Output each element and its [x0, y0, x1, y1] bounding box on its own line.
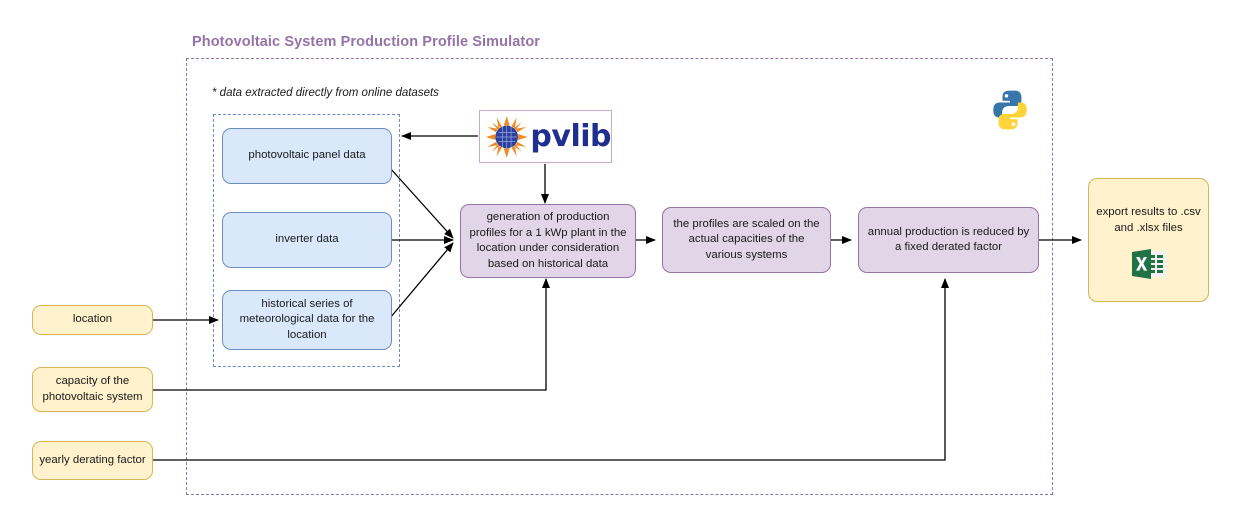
node-inverter-data[interactable]: inverter data: [222, 212, 392, 268]
node-label: capacity of the photovoltaic system: [42, 375, 143, 403]
page-title: Photovoltaic System Production Profile S…: [192, 34, 541, 50]
pvlib-logo: pvlib: [479, 110, 612, 163]
node-input-location[interactable]: location: [32, 305, 153, 335]
node-label: photovoltaic panel data: [248, 149, 366, 162]
simulator-boundary: [186, 58, 1053, 495]
node-label: historical series of meteorological data…: [239, 297, 375, 341]
node-photovoltaic-panel-data[interactable]: photovoltaic panel data: [222, 128, 392, 184]
node-label: generation of production profiles for a …: [469, 211, 627, 270]
node-input-system-capacity[interactable]: capacity of the photovoltaic system: [32, 367, 153, 412]
node-label: inverter data: [275, 233, 339, 246]
node-scale-profiles-to-capacity[interactable]: the profiles are scaled on the actual ca…: [662, 207, 831, 273]
pvlib-wordmark: pvlib: [530, 118, 611, 154]
excel-file-icon: [1131, 248, 1167, 280]
python-logo-icon: [993, 90, 1027, 130]
sun-solar-panel-icon: [485, 115, 528, 158]
node-label: the profiles are scaled on the actual ca…: [673, 217, 820, 261]
node-apply-derated-factor[interactable]: annual production is reduced by a fixed …: [858, 207, 1039, 273]
node-input-yearly-derating-factor[interactable]: yearly derating factor: [32, 441, 153, 480]
node-label: export results to .csv and .xlsx files: [1096, 206, 1201, 234]
node-generation-of-production-profiles[interactable]: generation of production profiles for a …: [460, 204, 636, 278]
node-label: annual production is reduced by a fixed …: [867, 225, 1030, 254]
node-label: location: [72, 313, 113, 326]
node-historical-meteorological-data[interactable]: historical series of meteorological data…: [222, 290, 392, 350]
datasets-note: * data extracted directly from online da…: [212, 87, 439, 99]
node-label: yearly derating factor: [39, 453, 146, 466]
node-export-results[interactable]: export results to .csv and .xlsx files: [1088, 178, 1209, 302]
